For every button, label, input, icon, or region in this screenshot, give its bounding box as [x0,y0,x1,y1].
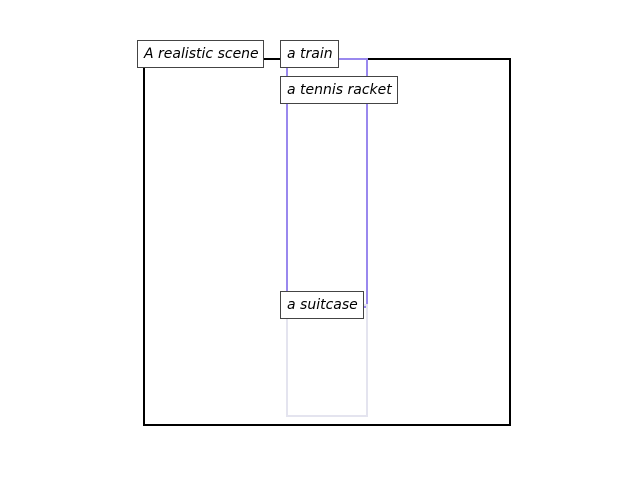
scene-frame [143,58,511,426]
label-tennis-racket: a tennis racket [280,76,398,104]
label-suitcase: a suitcase [280,291,364,319]
box-suitcase [286,304,368,417]
label-train: a train [280,40,339,68]
scene-caption: A realistic scene [137,40,264,68]
box-train [286,58,368,417]
